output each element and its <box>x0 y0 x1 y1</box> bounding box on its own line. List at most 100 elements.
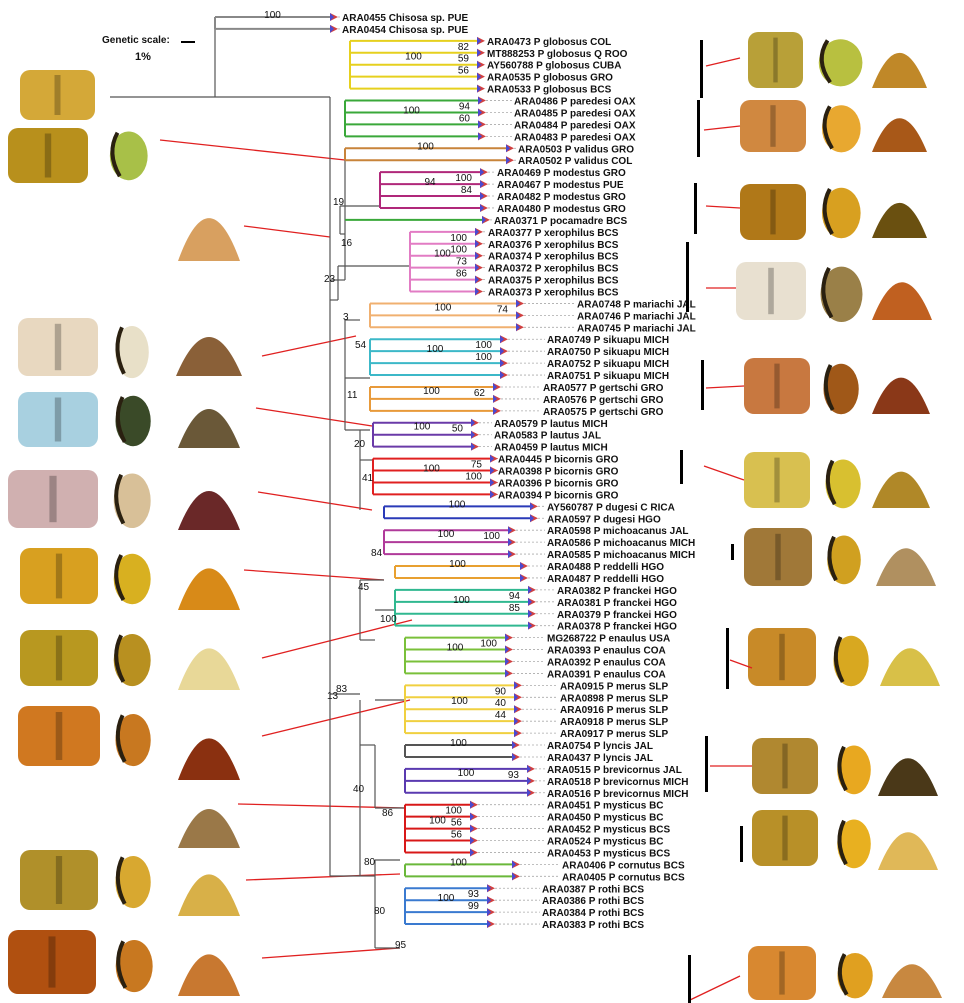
specimen-photo <box>825 459 861 509</box>
tip-marker-inner <box>478 108 482 117</box>
specimen-photo <box>872 52 927 88</box>
specimen-photo <box>113 473 151 529</box>
specimen-photo-detail <box>825 459 837 506</box>
specimen-photo-detail <box>837 745 848 792</box>
specimen-photo-detail <box>54 397 62 442</box>
tip-label: ARA0752 P sikuapu MICH <box>547 359 669 370</box>
specimen-photo <box>878 832 938 870</box>
pointer-line <box>705 385 745 389</box>
tip-marker-inner <box>516 323 520 332</box>
specimen-photo-shape <box>752 810 818 866</box>
specimen-photo <box>109 131 148 181</box>
clade-support-value: 100 <box>403 105 420 116</box>
tip-label: ARA0488 P reddelli HGO <box>547 562 664 573</box>
tip-marker-inner <box>514 717 518 726</box>
specimen-photo-shape <box>752 738 818 794</box>
specimen-photo <box>882 964 942 998</box>
specimen-photo <box>115 940 153 993</box>
specimen-photo <box>837 953 873 999</box>
tip-label: ARA0373 P xerophilus BCS <box>488 288 619 299</box>
specimen-photo-shape <box>878 758 938 796</box>
specimen-photo <box>823 363 859 415</box>
tip-marker-inner <box>490 454 494 463</box>
genetic-scale-label: Genetic scale: <box>102 35 170 46</box>
tip-label: ARA0583 P lautus JAL <box>494 431 601 442</box>
tip-label: ARA0915 P merus SLP <box>560 681 669 692</box>
tip-label: ARA0482 P modestus GRO <box>497 192 626 203</box>
tip-label: MG268722 P enaulus USA <box>547 634 670 645</box>
specimen-photo-shape <box>178 738 240 780</box>
tip-label: ARA0392 P enaulus COA <box>547 657 666 668</box>
tip-label: ARA0576 P gertschi GRO <box>543 395 664 406</box>
specimen-photo-detail <box>823 364 835 411</box>
tip-label: ARA0918 P merus SLP <box>560 717 669 728</box>
specimen-photo <box>8 470 98 528</box>
tip-marker-inner <box>514 729 518 738</box>
tip-label: ARA0393 P enaulus COA <box>547 646 666 657</box>
tip-label: AY560787 P dugesi C RICA <box>547 502 675 513</box>
inner-support-value: 56 <box>458 66 470 77</box>
clade-bar <box>697 100 700 157</box>
backbone-support-value: 86 <box>382 808 394 819</box>
specimen-photo-detail <box>49 475 57 523</box>
tip-marker-inner <box>490 490 494 499</box>
inner-support-value: 100 <box>475 352 492 363</box>
pointer-line <box>257 491 373 511</box>
tip-marker-inner <box>528 597 532 606</box>
inner-support-value: 100 <box>455 173 472 184</box>
specimen-photo-detail <box>827 535 838 582</box>
pointer-line <box>261 699 411 737</box>
pointer-line <box>243 569 385 581</box>
tip-marker-inner <box>512 872 516 881</box>
tip-label: ARA0386 P rothi BCS <box>542 896 644 907</box>
specimen-photo-detail <box>782 743 788 789</box>
specimen-photo <box>178 648 240 690</box>
tip-marker-inner <box>514 705 518 714</box>
specimen-photo-shape <box>115 326 149 379</box>
specimen-photo <box>821 105 861 153</box>
inner-support-value: 86 <box>456 269 468 280</box>
specimen-photo <box>8 128 88 183</box>
tip-marker-inner <box>516 311 520 320</box>
tip-label: ARA0503 P validus GRO <box>518 144 634 155</box>
inner-support-value: 94 <box>459 101 471 112</box>
tip-marker-inner <box>527 776 531 785</box>
tip-marker-inner <box>477 36 481 45</box>
specimen-photo-shape <box>823 363 859 415</box>
backbone-support-value: 100 <box>380 614 397 625</box>
tip-label: ARA0748 P mariachi JAL <box>577 299 696 310</box>
specimen-photo-detail <box>782 815 788 861</box>
clade-support-value: 100 <box>451 696 468 707</box>
specimen-photo-detail <box>54 323 62 371</box>
tip-marker-inner <box>493 406 497 415</box>
specimen-photo-detail <box>116 940 128 989</box>
specimen-photo <box>115 326 149 379</box>
inner-support-value: 100 <box>465 471 482 482</box>
tip-label: ARA0745 P mariachi JAL <box>577 323 696 334</box>
clade-support-value: 100 <box>427 344 444 355</box>
tip-marker-inner <box>527 788 531 797</box>
tip-label: ARA0371 P pocamadre BCS <box>494 216 628 227</box>
specimen-photo-detail <box>115 714 127 763</box>
specimen-photo-detail <box>54 75 61 115</box>
tip-marker-inner <box>506 156 510 165</box>
tip-label: ARA0454 Chisosa sp. PUE <box>342 25 468 36</box>
backbone-support-value: 23 <box>324 274 336 285</box>
specimen-photo <box>740 100 806 152</box>
specimen-photo <box>827 535 861 585</box>
tip-marker-inner <box>512 752 516 761</box>
specimen-photo <box>748 628 816 686</box>
specimen-photo <box>820 266 863 323</box>
specimen-photo-detail <box>114 473 126 525</box>
tip-marker-inner <box>471 430 475 439</box>
tip-label: ARA0453 P mysticus BCS <box>547 848 671 859</box>
backbone-support-value: 16 <box>341 238 353 249</box>
tip-label: ARA0387 P rothi BCS <box>542 884 644 895</box>
specimen-photo-shape <box>178 809 240 848</box>
specimen-photo-shape <box>20 70 95 120</box>
tip-label: ARA0376 P xerophilus BCS <box>488 240 619 251</box>
specimen-photo-detail <box>779 951 785 995</box>
tip-label: ARA0469 P modestus GRO <box>497 168 626 179</box>
specimen-photo-shape <box>736 262 806 320</box>
specimen-photo <box>872 118 927 152</box>
